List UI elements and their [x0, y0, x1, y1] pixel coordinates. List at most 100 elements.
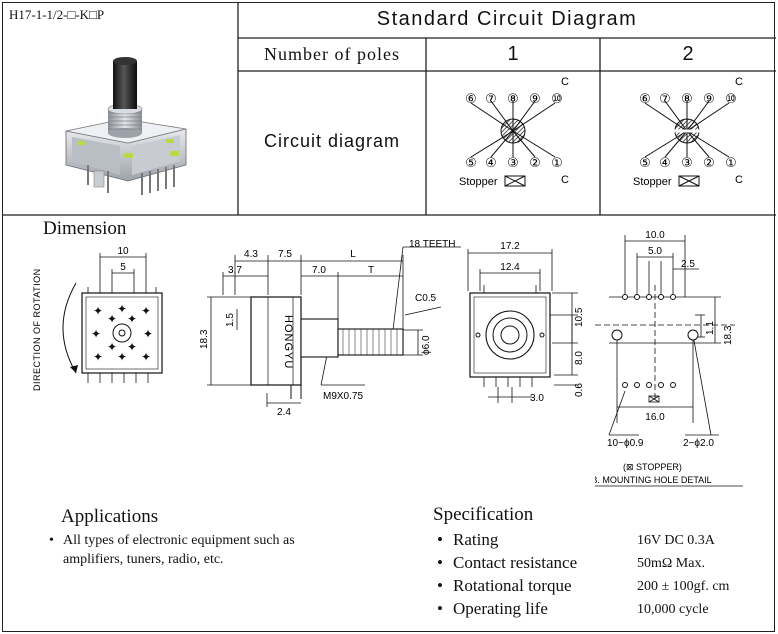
rotor-contact — [500, 118, 526, 144]
svg-text:✦: ✦ — [127, 340, 137, 354]
spec-row: • Operating life 10,000 cycle — [437, 599, 709, 618]
specification-title: Specification — [433, 504, 534, 525]
svg-text:✦: ✦ — [141, 304, 151, 318]
pcb-stopper-note: (⊠ STOPPER) — [623, 462, 682, 472]
terminal-6: ⑥ — [639, 91, 651, 106]
dim-7-5: 7.5 — [278, 249, 292, 260]
terminal-1: ① — [551, 155, 563, 170]
dim-0-6: 0.6 — [574, 383, 585, 397]
pcb-dim-18-3: 18.3 — [723, 325, 734, 345]
terminal-7: ⑦ — [485, 91, 497, 106]
pcb-caption: P.C.B. MOUNTING HOLE DETAIL — [595, 475, 712, 485]
pcb-dim-2-5: 2.5 — [681, 259, 695, 270]
circuit-diagram-2-pole: ⑥ ⑦ ⑧ ⑨ ⑩ ⑤ ④ ③ ② ① C C Stopper — [633, 76, 743, 188]
svg-text:✦: ✦ — [93, 304, 103, 318]
table-title: Standard Circuit Diagram — [376, 8, 638, 30]
rear-view-drawing: 17.2 12.4 10.5 8.0 0.6 3.0 — [467, 241, 585, 404]
terminal-1: ① — [725, 155, 737, 170]
dim-3-0: 3.0 — [530, 393, 544, 404]
dim-2-4: 2.4 — [277, 407, 291, 415]
spec-row: • Contact resistance 50mΩ Max. — [437, 553, 705, 572]
spec-label: Contact resistance — [453, 553, 578, 572]
poles-count-1: 1 — [507, 43, 519, 65]
terminal-5: ⑤ — [465, 155, 477, 170]
terminal-7: ⑦ — [659, 91, 671, 106]
svg-text:✦: ✦ — [143, 327, 153, 341]
terminal-3: ③ — [681, 155, 693, 170]
chamfer-label: C0.5 — [415, 293, 437, 304]
terminal-8: ⑧ — [681, 91, 693, 106]
svg-text:✦: ✦ — [107, 312, 117, 326]
terminal-9: ⑨ — [529, 91, 541, 106]
spec-label: Rotational torque — [453, 576, 572, 595]
terminal-6: ⑥ — [465, 91, 477, 106]
part-code: H17-1-1/2-□-K□P — [9, 7, 105, 22]
dim-4-3: 4.3 — [244, 249, 258, 260]
spec-value: 10,000 cycle — [637, 602, 709, 617]
terminal-2: ② — [529, 155, 541, 170]
application-item: All types of electronic equipment such a… — [49, 531, 349, 569]
terminal-9: ⑨ — [703, 91, 715, 106]
dim-5: 5 — [120, 262, 126, 273]
dim-phi6: ϕ6.0 — [421, 335, 432, 355]
dim-1-5: 1.5 — [225, 313, 236, 327]
front-view-drawing: DIRECTION OF ROTATION 10 5 ✦✦ ✦✦ ✦✦ ✦✦ ✦… — [32, 246, 163, 391]
applications-title: Applications — [61, 506, 159, 527]
svg-text:✦: ✦ — [117, 350, 127, 364]
dim-8-0: 8.0 — [574, 351, 585, 365]
spec-value: 50mΩ Max. — [637, 556, 705, 571]
terminal-3: ③ — [507, 155, 519, 170]
side-view-drawing: 4.3 7.5 L 18 TEETH 3.7 7.0 T C0.5 1.5 18… — [199, 239, 461, 415]
stopper-symbol — [678, 175, 700, 187]
rotation-direction-label: DIRECTION OF ROTATION — [32, 268, 42, 391]
poles-count-2: 2 — [682, 43, 694, 65]
svg-text:✦: ✦ — [117, 302, 127, 316]
pcb-dim-10: 10.0 — [645, 230, 665, 241]
dim-18-3: 18.3 — [199, 329, 210, 349]
dim-10-5: 10.5 — [574, 307, 585, 327]
poles-row-label: Number of poles — [264, 44, 400, 64]
dimension-title: Dimension — [43, 218, 127, 239]
teeth-label: 18 TEETH — [409, 239, 456, 250]
terminal-2: ② — [703, 155, 715, 170]
dim-3-7: 3.7 — [228, 265, 242, 276]
circuit-diagram-1-pole: ⑥ ⑦ ⑧ ⑨ ⑩ ⑤ ④ ③ ② ① C C Stopper — [459, 76, 569, 188]
dim-T: T — [368, 265, 374, 276]
dim-17-2: 17.2 — [500, 241, 520, 252]
dim-10: 10 — [117, 246, 129, 257]
svg-text:✦: ✦ — [127, 312, 137, 326]
terminal-10: ⑩ — [725, 91, 737, 106]
svg-text:✦: ✦ — [91, 327, 101, 341]
pcb-small-holes: 10−ϕ0.9 — [607, 438, 644, 449]
svg-text:✦: ✦ — [107, 340, 117, 354]
common-label-top: C — [735, 76, 743, 88]
common-label-top: C — [561, 76, 569, 88]
circuit-row-label: Circuit diagram — [263, 131, 401, 151]
terminal-4: ④ — [659, 155, 671, 170]
pcb-dim-16: 16.0 — [645, 412, 665, 423]
spec-row: • Rating 16V DC 0.3A — [437, 530, 715, 549]
svg-text:✦: ✦ — [93, 350, 103, 364]
common-label-bottom: C — [561, 174, 569, 186]
stopper-symbol — [504, 175, 526, 187]
terminal-10: ⑩ — [551, 91, 563, 106]
pcb-dim-1-1: 1.1 — [705, 321, 716, 335]
pcb-large-holes: 2−ϕ2.0 — [683, 438, 714, 449]
spec-value: 200 ± 100gf. cm — [637, 579, 730, 594]
thread-label: M9X0.75 — [323, 391, 363, 402]
brand-mark: HONGYU — [282, 315, 294, 369]
spec-label: Operating life — [453, 599, 548, 618]
specification-table: • Rating 16V DC 0.3A • Contact resistanc… — [437, 530, 767, 622]
product-photo — [65, 57, 187, 195]
pcb-dim-5: 5.0 — [648, 246, 662, 257]
svg-text:✦: ✦ — [141, 350, 151, 364]
applications-list: All types of electronic equipment such a… — [49, 531, 349, 569]
dim-12-4: 12.4 — [500, 262, 520, 273]
terminal-8: ⑧ — [507, 91, 519, 106]
dim-7-0: 7.0 — [312, 265, 326, 276]
spec-label: Rating — [453, 530, 499, 549]
pcb-hole-detail-drawing: 10.0 5.0 2.5 1.1 18.3 16.0 10−ϕ0.9 2−ϕ2.… — [595, 230, 743, 487]
stopper-label: Stopper — [633, 176, 672, 188]
terminal-4: ④ — [485, 155, 497, 170]
